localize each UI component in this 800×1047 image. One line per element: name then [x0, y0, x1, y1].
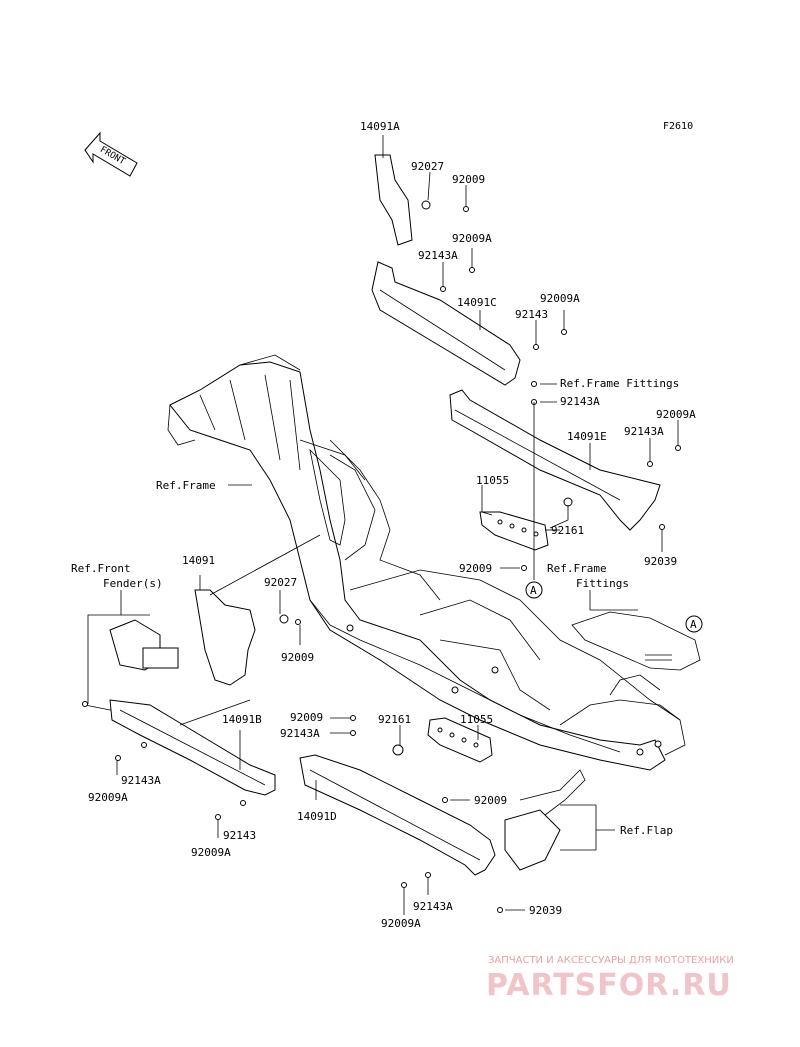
washer-92027-top: [421, 200, 431, 210]
label-14091C: 14091C: [457, 296, 497, 309]
part-14091-shape: [194, 589, 256, 686]
label-92143-1: 92143: [515, 308, 548, 321]
label-92009-4: 92009: [474, 794, 507, 807]
callout-a-2: A: [690, 618, 697, 631]
label-ref-front-fender-a: Ref.Front: [71, 562, 131, 575]
label-92143A-1: 92143A: [418, 249, 458, 262]
main-frame: [167, 354, 686, 771]
label-92009A-4: 92009A: [88, 791, 128, 804]
label-ref-front-fender-b: Fender(s): [103, 577, 163, 590]
label-14091B: 14091B: [222, 713, 262, 726]
label-92009A-5: 92009A: [191, 846, 231, 859]
washer-92027-mid: [279, 614, 289, 624]
label-92009-mid: 92009: [281, 651, 314, 664]
label-ref-frame-fittings-1: Ref.Frame Fittings: [560, 377, 679, 390]
label-92143-2: 92143: [223, 829, 256, 842]
label-92027-mid: 92027: [264, 576, 297, 589]
ref-frame-fittings-inset: [571, 611, 701, 671]
label-ref-frame-fittings-2a: Ref.Frame: [547, 562, 607, 575]
diagram-code: F2610: [663, 121, 693, 132]
ref-flap-shape: [504, 809, 561, 871]
part-14091C-shape: [371, 261, 521, 386]
grommet-92161-upper: [563, 497, 573, 507]
leader-lines: [87, 135, 679, 915]
label-ref-frame: Ref.Frame: [156, 479, 216, 492]
part-14091E-shape: [449, 389, 661, 531]
part-14091D-shape: [299, 754, 496, 876]
label-14091: 14091: [182, 554, 215, 567]
label-92143A-3: 92143A: [624, 425, 664, 438]
label-92009-top: 92009: [452, 173, 485, 186]
label-92027-top: 92027: [411, 160, 444, 173]
watermark: ЗАПЧАСТИ И АКСЕССУАРЫ ДЛЯ МОТОТЕХНИКИ PA…: [486, 955, 734, 1003]
part-14091A-shape: [374, 154, 413, 246]
label-14091D: 14091D: [297, 810, 337, 823]
watermark-caption: ЗАПЧАСТИ И АКСЕССУАРЫ ДЛЯ МОТОТЕХНИКИ: [488, 955, 734, 966]
part-11055-upper: [479, 511, 549, 551]
label-92039-1: 92039: [644, 555, 677, 568]
callout-a-circle-2: [685, 615, 703, 633]
front-arrow-icon: FRONT: [84, 131, 138, 177]
watermark-brand: PARTSFOR.RU: [486, 968, 732, 1003]
label-14091A: 14091A: [360, 120, 400, 133]
label-92161-lower: 92161: [378, 713, 411, 726]
label-92009-3: 92009: [290, 711, 323, 724]
grommet-92161-lower: [392, 744, 404, 756]
label-92161-upper: 92161: [551, 524, 584, 537]
label-14091E: 14091E: [567, 430, 607, 443]
label-92143A-5: 92143A: [280, 727, 320, 740]
label-92143A-2: 92143A: [560, 395, 600, 408]
label-92009A-2: 92009A: [540, 292, 580, 305]
label-ref-frame-fittings-2b: Fittings: [576, 577, 629, 590]
label-92009A-1: 92009A: [452, 232, 492, 245]
label-11055-lower: 11055: [460, 713, 493, 726]
label-92009A-3: 92009A: [656, 408, 696, 421]
label-92143A-4: 92143A: [121, 774, 161, 787]
callout-a-circle-1: [525, 581, 543, 599]
label-92009-2: 92009: [459, 562, 492, 575]
label-ref-flap: Ref.Flap: [620, 824, 673, 837]
label-92143A-6: 92143A: [413, 900, 453, 913]
label-92009A-6: 92009A: [381, 917, 421, 930]
label-11055-upper: 11055: [476, 474, 509, 487]
callout-a-1: A: [530, 584, 537, 597]
part-11055-lower: [427, 717, 493, 763]
label-92039-2: 92039: [529, 904, 562, 917]
